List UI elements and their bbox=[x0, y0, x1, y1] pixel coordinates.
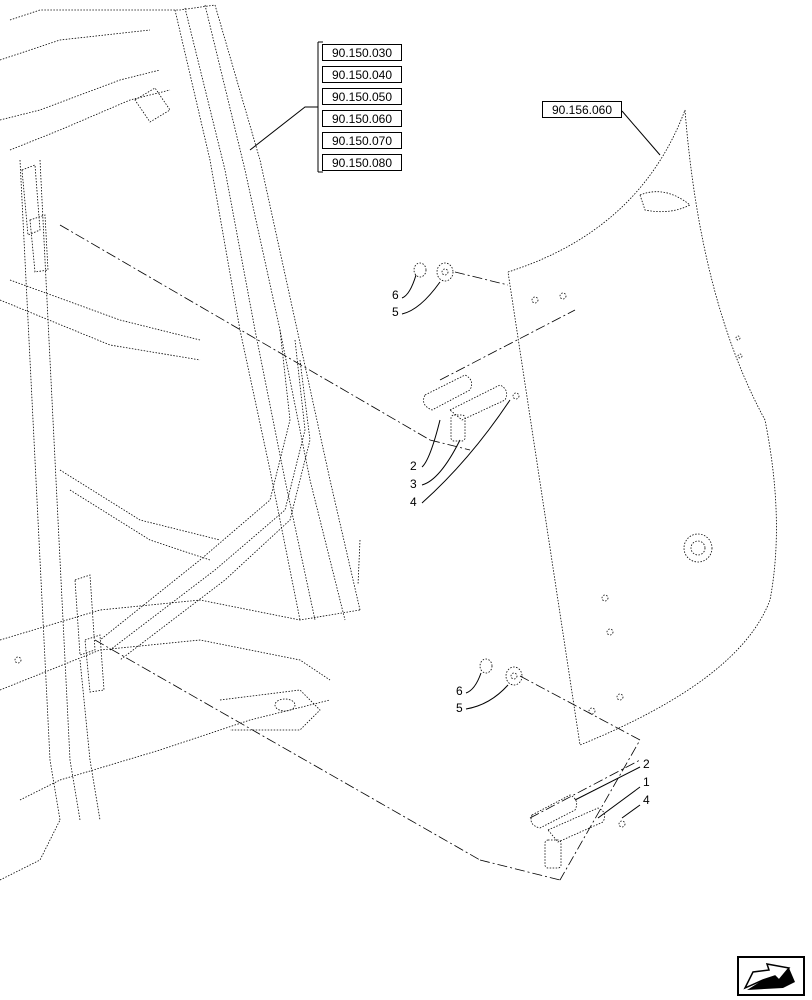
callout-lower-1: 1 bbox=[643, 775, 650, 789]
reference-box-cab-4[interactable]: 90.150.060 bbox=[322, 110, 402, 127]
callout-upper-2: 2 bbox=[410, 459, 417, 473]
callout-lower-6: 6 bbox=[456, 684, 463, 698]
callout-upper-5: 5 bbox=[392, 305, 399, 319]
reference-box-cab-2[interactable]: 90.150.040 bbox=[322, 66, 402, 83]
callout-upper-3: 3 bbox=[410, 477, 417, 491]
callout-lower-5: 5 bbox=[456, 701, 463, 715]
cab-frame bbox=[0, 4, 361, 881]
reference-box-cab-3[interactable]: 90.150.050 bbox=[322, 88, 402, 105]
callout-lower-2: 2 bbox=[643, 757, 650, 771]
callout-upper-6: 6 bbox=[392, 288, 399, 302]
next-page-arrow-icon bbox=[743, 963, 795, 990]
callout-lower-4: 4 bbox=[643, 793, 650, 807]
reference-box-door[interactable]: 90.156.060 bbox=[542, 101, 622, 118]
leader-lines bbox=[249, 41, 661, 819]
reference-box-cab-5[interactable]: 90.150.070 bbox=[322, 132, 402, 149]
upper-hinge-parts bbox=[413, 262, 520, 442]
next-page-button[interactable] bbox=[737, 956, 805, 996]
door-glass-panel bbox=[507, 109, 777, 746]
callout-upper-4: 4 bbox=[410, 495, 417, 509]
lower-hinge-parts bbox=[479, 658, 626, 869]
assembly-lines bbox=[59, 224, 641, 881]
reference-box-cab-1[interactable]: 90.150.030 bbox=[322, 44, 402, 61]
reference-box-cab-6[interactable]: 90.150.080 bbox=[322, 154, 402, 171]
